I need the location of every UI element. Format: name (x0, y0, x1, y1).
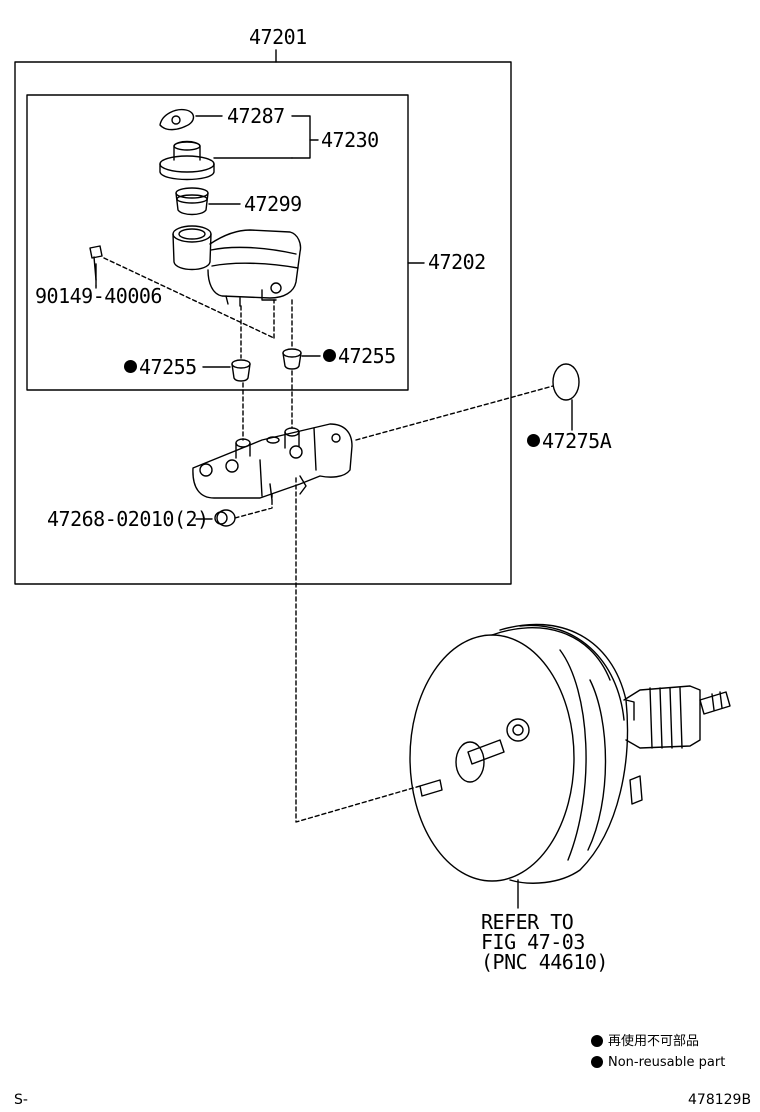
part-number-47287[interactable]: 47287 (227, 104, 285, 128)
part-number-47275a[interactable]: 47275A (527, 429, 612, 453)
grommet-right-shape (282, 348, 321, 370)
footer-left-code: S- (14, 1092, 28, 1108)
illustration-number: 478129B (688, 1092, 752, 1108)
plug-shape (195, 493, 273, 527)
part-number-47255-left[interactable]: 47255 (124, 356, 197, 378)
refer-line-1: REFER TO (481, 910, 574, 934)
master-cylinder-shape (192, 423, 353, 501)
grommet-left-shape (202, 359, 251, 382)
refer-line-2[interactable]: FIG 47-03 (481, 930, 585, 954)
non-reusable-dot-icon (591, 1055, 603, 1068)
part-number-47275a-text: 47275A (542, 429, 612, 453)
legend-jp: 再使用不可部品 (591, 1034, 699, 1050)
part-number-47230[interactable]: 47230 (321, 128, 379, 152)
sub-assembly-frame (26, 94, 409, 391)
non-reusable-dot-icon (527, 434, 540, 447)
reservoir-cap-shape (159, 140, 293, 181)
brake-booster-shape (409, 623, 731, 909)
part-number-47255-right-text: 47255 (338, 344, 396, 368)
cap-gasket-shape (159, 108, 223, 131)
part-number-47255-right[interactable]: 47255 (323, 345, 396, 367)
legend-en-text: Non-reusable part (608, 1055, 726, 1070)
legend-en: Non-reusable part (591, 1055, 725, 1071)
part-number-47202[interactable]: 47202 (428, 250, 486, 274)
non-reusable-dot-icon (124, 360, 137, 373)
non-reusable-dot-icon (323, 349, 336, 362)
part-number-47255-left-text: 47255 (139, 355, 197, 379)
o-ring-shape (355, 363, 580, 441)
assembly-frame (14, 61, 512, 585)
refer-line-3[interactable]: (PNC 44610) (481, 950, 608, 974)
part-number-47268-02010[interactable]: 47268-02010(2) (47, 507, 209, 531)
screw-shape (89, 245, 103, 289)
strainer-shape (175, 187, 241, 216)
part-number-90149-40006[interactable]: 90149-40006 (35, 284, 162, 308)
reservoir-shape (172, 225, 302, 307)
part-number-47299[interactable]: 47299 (244, 192, 302, 216)
non-reusable-dot-icon (591, 1034, 603, 1047)
part-number-47201[interactable]: 47201 (249, 25, 307, 49)
legend-jp-text: 再使用不可部品 (608, 1034, 700, 1049)
